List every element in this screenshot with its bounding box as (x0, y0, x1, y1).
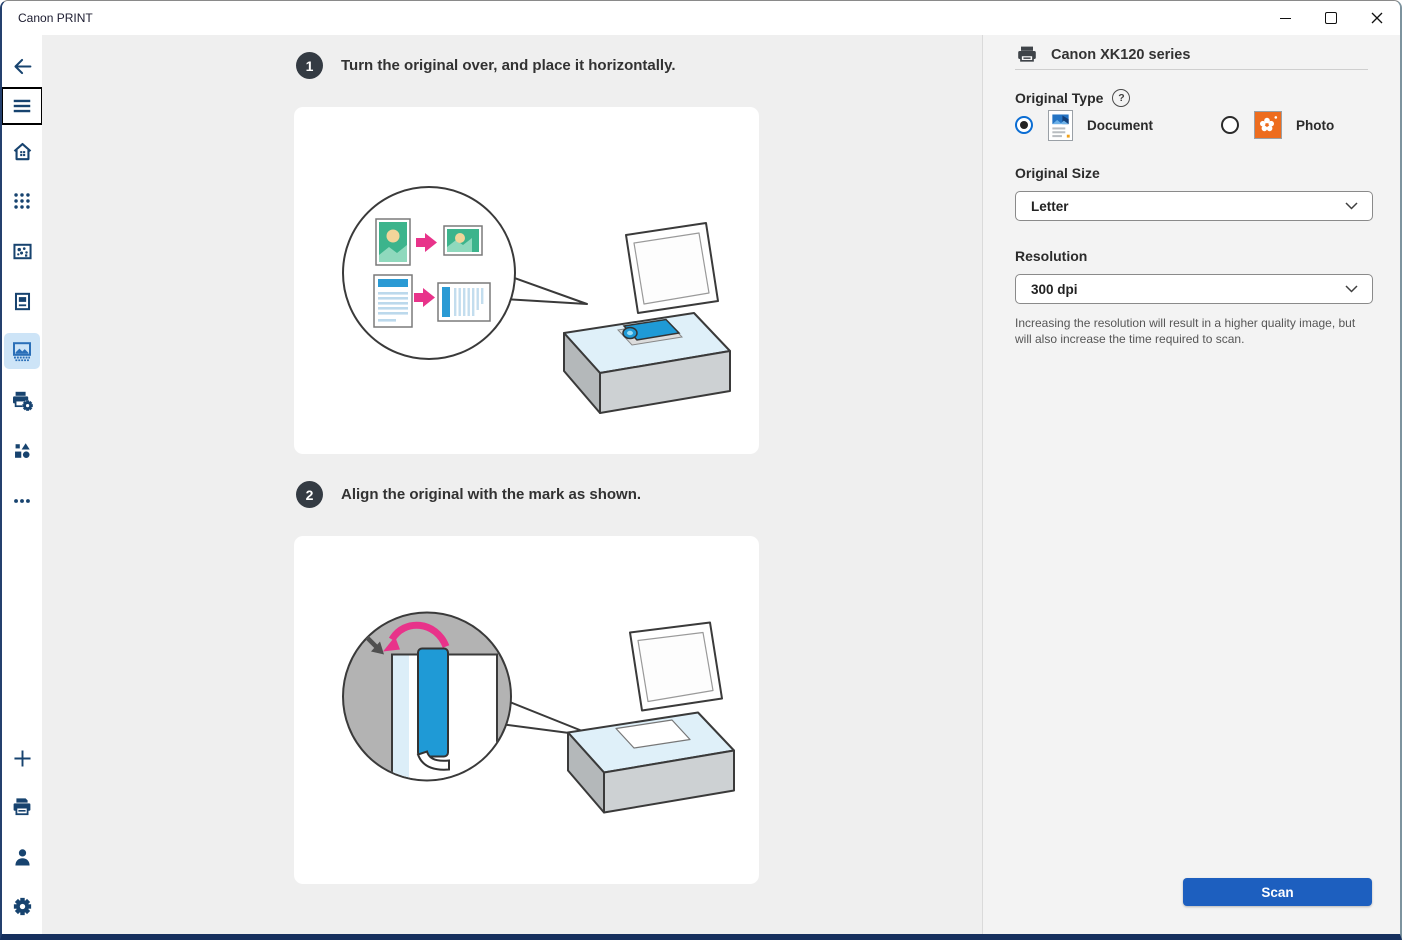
help-icon[interactable]: ? (1112, 89, 1131, 107)
sidebar-item-photos[interactable] (2, 233, 42, 269)
document-thumbnail-icon (1048, 109, 1073, 141)
sidebar-item-account[interactable] (2, 839, 42, 875)
original-type-row: Original Type ? (1015, 89, 1131, 107)
sidebar-item-documents[interactable] (2, 283, 42, 319)
back-arrow-icon (13, 58, 31, 74)
window-title: Canon PRINT (18, 11, 93, 25)
resolution-value: 300 dpi (1031, 281, 1078, 297)
minimize-icon (1279, 17, 1291, 19)
printer-icon (13, 798, 31, 816)
resolution-select[interactable]: 300 dpi (1015, 274, 1373, 304)
sidebar-item-shapes[interactable] (2, 433, 42, 469)
align-original-illustration (342, 611, 735, 814)
step-1-text: Turn the original over, and place it hor… (341, 57, 676, 74)
home-icon (13, 142, 31, 160)
step-1-illustration (294, 107, 759, 454)
step-2-illustration (294, 536, 759, 884)
maximize-button[interactable] (1308, 1, 1354, 35)
gear-icon (13, 897, 31, 915)
original-size-value: Letter (1031, 198, 1069, 214)
sidebar-item-settings[interactable] (2, 888, 42, 924)
plus-icon (13, 749, 31, 767)
step-1-heading: 1 Turn the original over, and place it h… (296, 52, 676, 79)
sidebar-item-printer[interactable] (2, 789, 42, 825)
main-content: 1 Turn the original over, and place it h… (42, 35, 982, 934)
step-2-heading: 2 Align the original with the mark as sh… (296, 481, 641, 508)
step-2-text: Align the original with the mark as show… (341, 486, 642, 503)
radio-document[interactable] (1015, 116, 1033, 134)
sidebar-item-add-printer[interactable] (2, 740, 42, 776)
printer-gear-icon (13, 391, 33, 411)
titlebar: Canon PRINT (2, 1, 1400, 35)
shapes-icon (15, 443, 30, 458)
chevron-down-icon (1345, 202, 1358, 210)
chevron-down-icon (1345, 285, 1358, 293)
original-type-label: Original Type (1015, 90, 1104, 106)
close-icon (1371, 12, 1383, 24)
step-2-number: 2 (296, 481, 323, 508)
sidebar-item-more[interactable] (2, 483, 42, 519)
scan-button[interactable]: Scan (1183, 878, 1372, 906)
turn-original-illustration (342, 186, 731, 414)
device-selector[interactable]: Canon XK120 series (1015, 43, 1190, 67)
step-1-number: 1 (296, 52, 323, 79)
scan-settings-panel: Canon XK120 series Original Type ? Docum… (982, 35, 1400, 934)
sidebar-item-home[interactable] (2, 133, 42, 169)
hamburger-icon (13, 99, 31, 113)
window-controls (1262, 1, 1400, 35)
minimize-button[interactable] (1262, 1, 1308, 35)
ellipsis-icon (14, 499, 30, 503)
sidebar (2, 35, 43, 934)
printer-icon (1018, 46, 1036, 62)
original-type-options: Document Photo (1015, 109, 1335, 141)
photo-option-label[interactable]: Photo (1296, 117, 1335, 133)
resolution-note: Increasing the resolution will result in… (1015, 316, 1356, 346)
radio-photo[interactable] (1221, 116, 1240, 134)
apps-grid-icon (14, 193, 30, 209)
document-icon (14, 292, 30, 310)
panel-divider (1015, 69, 1368, 70)
person-icon (14, 848, 30, 866)
sidebar-item-printer-settings[interactable] (2, 383, 42, 419)
sidebar-item-back[interactable] (2, 48, 42, 84)
original-size-select[interactable]: Letter (1015, 191, 1373, 221)
sidebar-item-menu[interactable] (2, 87, 43, 125)
sidebar-item-scan[interactable] (4, 333, 40, 369)
radio-selected-dot (1020, 121, 1028, 129)
resolution-label: Resolution (1015, 248, 1088, 264)
maximize-icon (1325, 12, 1337, 24)
sidebar-item-apps[interactable] (2, 183, 42, 219)
photo-icon (12, 243, 32, 259)
photo-thumbnail-icon (1254, 111, 1283, 139)
close-button[interactable] (1354, 1, 1400, 35)
document-option-label[interactable]: Document (1087, 117, 1154, 133)
scanner-icon (13, 342, 31, 362)
printer-name: Canon XK120 series (1051, 47, 1191, 63)
original-size-label: Original Size (1015, 165, 1100, 181)
